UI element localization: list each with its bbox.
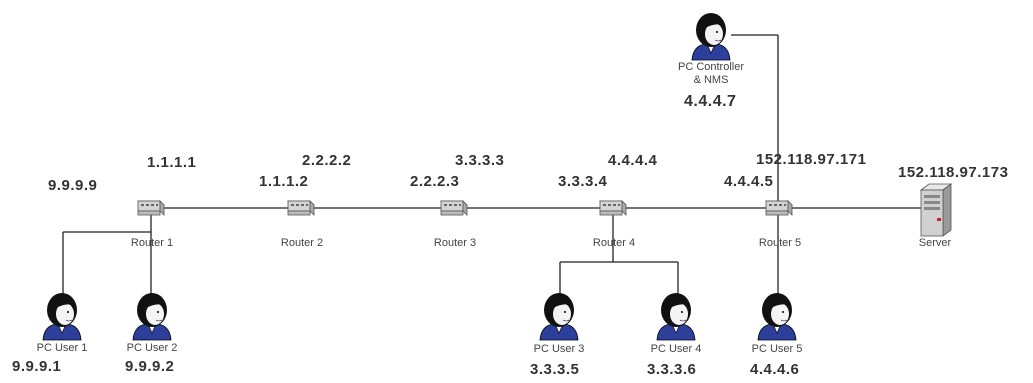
- router-5-label: Router 5: [750, 237, 810, 249]
- pc-user-3-label: PC User 3: [519, 343, 599, 355]
- router-1-label: Router 1: [122, 237, 182, 249]
- pc-user-5-label: PC User 5: [737, 343, 817, 355]
- router-3-icon[interactable]: [441, 201, 467, 215]
- router4-right-ip: 4.4.4.4: [608, 152, 657, 169]
- pc-user-4-ip: 3.3.3.6: [647, 361, 696, 378]
- router3-right-ip: 3.3.3.3: [455, 152, 504, 169]
- router5-left-ip: 4.4.4.5: [724, 173, 773, 190]
- pc-user-2-ip: 9.9.9.2: [125, 358, 174, 375]
- pc-controller-label-line2: & NMS: [666, 74, 756, 86]
- router5-right-ip: 152.118.97.171: [756, 151, 866, 168]
- pc-user-3-ip: 3.3.3.5: [530, 361, 579, 378]
- router-3-label: Router 3: [425, 237, 485, 249]
- router-2-label: Router 2: [272, 237, 332, 249]
- router1-lan-ip: 9.9.9.9: [48, 177, 97, 194]
- pc-controller-icon[interactable]: [692, 13, 730, 60]
- router3-left-ip: 2.2.2.3: [410, 173, 459, 190]
- server-label: Server: [905, 237, 965, 249]
- pc-user-1-label: PC User 1: [22, 342, 102, 354]
- pc-user-2-icon[interactable]: [133, 293, 171, 340]
- pc-controller-label-line1: PC Controller: [666, 61, 756, 73]
- router-4-icon[interactable]: [600, 201, 626, 215]
- pc-user-3-icon[interactable]: [540, 293, 578, 340]
- router-5-icon[interactable]: [766, 201, 792, 215]
- pc-user-2-label: PC User 2: [112, 342, 192, 354]
- router-2-icon[interactable]: [288, 201, 314, 215]
- router4-left-ip: 3.3.3.4: [558, 173, 607, 190]
- pc-user-1-icon[interactable]: [43, 293, 81, 340]
- pc-controller-ip: 4.4.4.7: [684, 93, 736, 111]
- server-ip: 152.118.97.173: [898, 164, 1008, 181]
- pc-user-1-ip: 9.9.9.1: [12, 358, 61, 375]
- router-4-label: Router 4: [584, 237, 644, 249]
- pc-user-4-icon[interactable]: [657, 293, 695, 340]
- router-1-icon[interactable]: [138, 201, 164, 215]
- router1-wan-ip: 1.1.1.1: [147, 154, 196, 171]
- router2-left-ip: 1.1.1.2: [259, 173, 308, 190]
- pc-user-4-label: PC User 4: [636, 343, 716, 355]
- pc-user-5-ip: 4.4.4.6: [750, 361, 799, 378]
- router2-right-ip: 2.2.2.2: [302, 152, 351, 169]
- pc-user-5-icon[interactable]: [758, 293, 796, 340]
- server-icon[interactable]: [921, 184, 951, 236]
